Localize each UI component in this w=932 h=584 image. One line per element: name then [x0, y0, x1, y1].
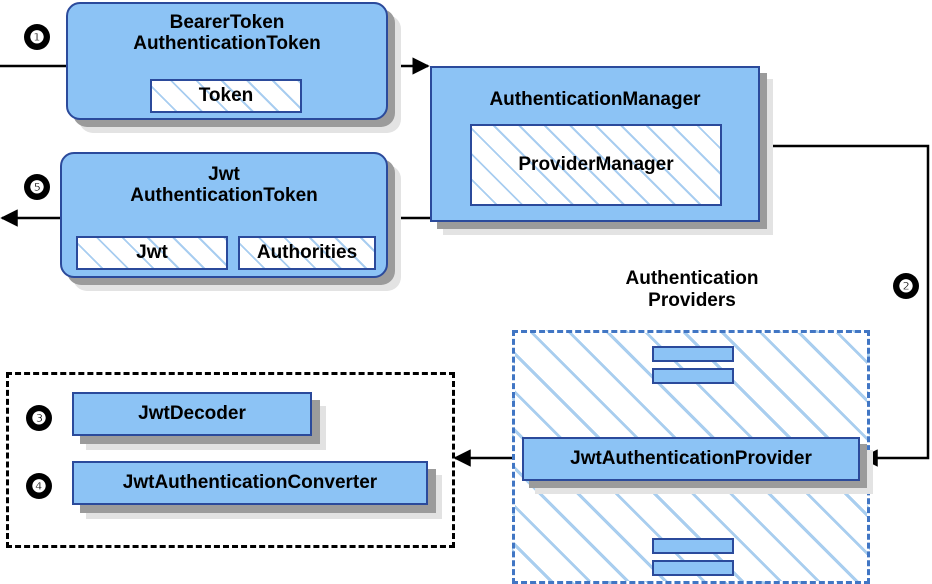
provider-bar-bottom-1 [652, 538, 734, 554]
authentication-providers-label-line2: Providers [648, 289, 736, 311]
bearer-token-title-line1: BearerToken [169, 12, 285, 33]
authentication-providers-label-line1: Authentication [625, 268, 759, 289]
arrow-manager-to-provider [760, 144, 930, 467]
node-jwt-authentication-provider[interactable]: JwtAuthenticationProvider [522, 437, 860, 481]
jwt-decoder-title: JwtDecoder [138, 403, 246, 425]
node-jwt-decoder[interactable]: JwtDecoder [72, 392, 312, 436]
node-jwt-authentication-converter[interactable]: JwtAuthenticationConverter [72, 461, 428, 505]
jwt-authentication-converter-title: JwtAuthenticationConverter [122, 472, 378, 494]
chip-token: Token [150, 79, 302, 113]
badge-step-2: ❷ [893, 273, 919, 299]
chip-authorities: Authorities [238, 236, 376, 270]
badge-step-5: ❺ [24, 174, 50, 200]
bearer-token-title-line2: AuthenticationToken [133, 33, 321, 55]
provider-bar-top-2 [652, 368, 734, 384]
jwt-token-title-line1: Jwt [208, 164, 240, 185]
chip-jwt: Jwt [76, 236, 228, 270]
provider-bar-bottom-2 [652, 560, 734, 576]
authentication-providers-label: Authentication Providers [560, 268, 824, 312]
chip-provider-manager: ProviderManager [470, 124, 722, 206]
jwt-authentication-provider-title: JwtAuthenticationProvider [570, 448, 812, 470]
authentication-manager-title: AuthenticationManager [489, 89, 701, 110]
badge-step-1: ❶ [24, 24, 50, 50]
provider-bar-top-1 [652, 346, 734, 362]
jwt-token-title-line2: AuthenticationToken [130, 185, 318, 207]
badge-step-4: ❹ [26, 473, 52, 499]
badge-step-3: ❸ [26, 405, 52, 431]
